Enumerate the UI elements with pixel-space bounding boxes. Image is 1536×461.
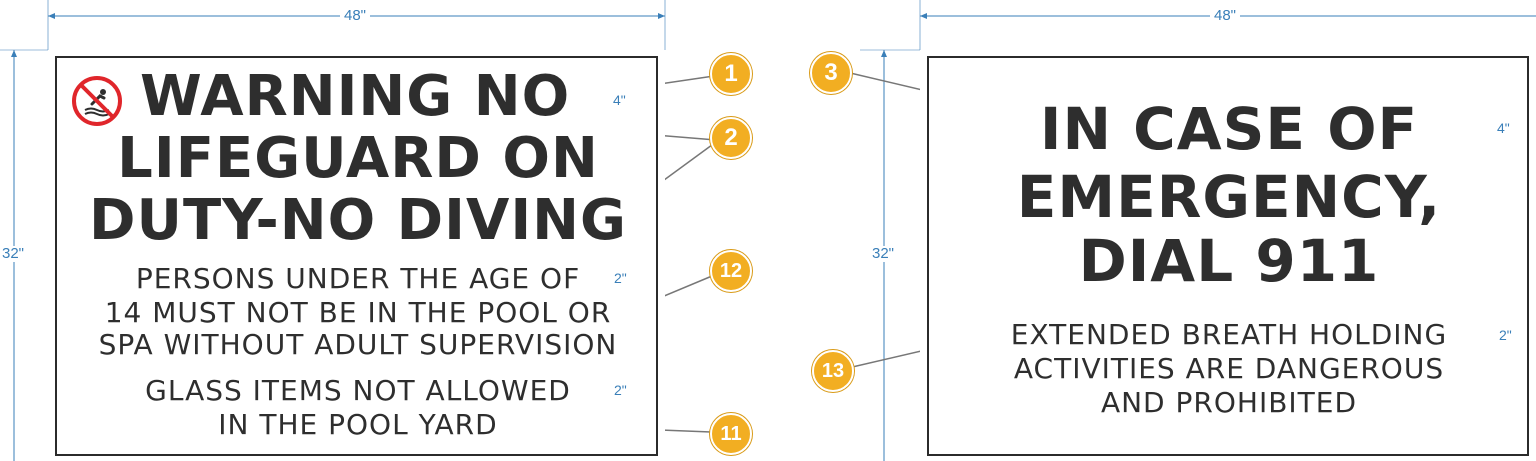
right-paragraph-line-1: EXTENDED BREATH HOLDING (1010, 318, 1448, 351)
left-width-label: 48" (340, 8, 371, 24)
right-headline-line-1: IN CASE OF (1039, 95, 1419, 163)
left-sign-panel (55, 56, 658, 456)
right-headline-line-3: DIAL 911 (1078, 227, 1380, 295)
callout-badge-11: 11 (710, 413, 752, 455)
callout-badge-12: 12 (710, 250, 752, 292)
left-paragraph1-line-3: SPA WITHOUT ADULT SUPERVISION (98, 328, 618, 361)
left-paragraph1-line-2: 14 MUST NOT BE IN THE POOL OR (104, 296, 612, 329)
right-height-label: 32" (870, 245, 897, 262)
right-paragraph-line-3: AND PROHIBITED (1100, 386, 1358, 419)
right-paragraph-line-2: ACTIVITIES ARE DANGEROUS (1013, 352, 1445, 385)
left-sign-outer (48, 50, 665, 461)
right-headline-height-label: 4" (1496, 120, 1511, 136)
left-headline-line-1: WARNING NO (140, 64, 571, 129)
left-paragraph1-line-1: PERSONS UNDER THE AGE OF (135, 262, 581, 295)
left-headline-line-3: DUTY-NO DIVING (88, 188, 627, 253)
left-paragraph2-line-1: GLASS ITEMS NOT ALLOWED (145, 374, 571, 407)
left-height-label: 32" (0, 245, 27, 262)
left-paragraph1-height-label: 2" (613, 270, 628, 286)
left-headline-line-2: LIFEGUARD ON (117, 126, 599, 191)
callout-badge-13: 13 (812, 350, 854, 392)
right-width-label: 48" (1210, 8, 1241, 24)
right-sign-outer (920, 50, 1536, 461)
left-paragraph2-height-label: 2" (613, 382, 628, 398)
right-sign-panel (927, 56, 1529, 456)
no-diving-icon (72, 76, 122, 126)
left-headline-height-label: 4" (612, 92, 627, 108)
callout-badge-3: 3 (810, 52, 852, 94)
left-paragraph2-line-2: IN THE POOL YARD (218, 408, 498, 441)
right-headline-line-2: EMERGENCY, (1016, 163, 1442, 231)
right-paragraph-height-label: 2" (1498, 327, 1513, 343)
callout-badge-2: 2 (710, 117, 752, 159)
callout-badge-1: 1 (710, 53, 752, 95)
